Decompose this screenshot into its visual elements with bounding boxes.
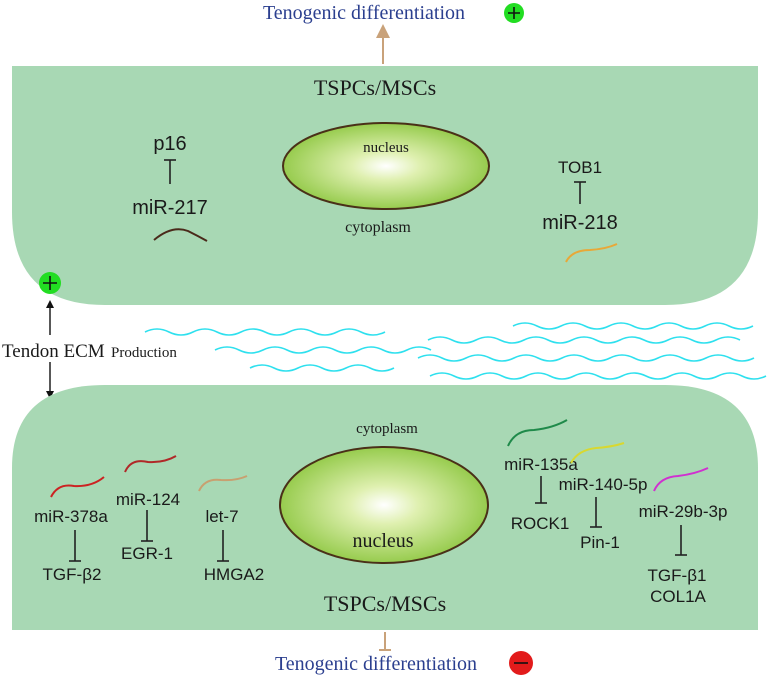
ecm-down-arrowhead xyxy=(46,391,54,399)
pin-1-label: Pin-1 xyxy=(580,533,620,552)
hmga2-inhibition-icon xyxy=(217,530,229,562)
top-outcome-label: Tenogenic differentiation xyxy=(263,2,465,24)
collagen-fiber xyxy=(249,364,395,372)
tgf-b2-label: TGF-β2 xyxy=(43,565,102,584)
top-outcome-plus-icon xyxy=(504,3,524,23)
mir-135a-strand xyxy=(507,419,568,447)
egr-1-label: EGR-1 xyxy=(121,544,173,563)
top-nucleus xyxy=(282,122,490,210)
mir-140-5p-strand xyxy=(570,442,625,464)
ecm-label-sub: Production xyxy=(111,345,177,361)
top-nucleus-label: nucleus xyxy=(363,140,409,156)
mir-378a-strand xyxy=(50,476,105,498)
let-7-label: let-7 xyxy=(205,507,238,526)
mir-217-label: miR-217 xyxy=(132,197,208,219)
bottom-cytoplasm-label: cytoplasm xyxy=(356,421,418,437)
mir-217-strand xyxy=(153,228,208,242)
bottom-outcome-label: Tenogenic differentiation xyxy=(275,653,477,675)
p16-inhibition-icon xyxy=(164,159,176,184)
mir-29b-3p-label: miR-29b-3p xyxy=(639,502,728,521)
bottom-cell-label: TSPCs/MSCs xyxy=(324,591,446,616)
tob1-inhibition-icon xyxy=(574,181,586,204)
tob1-label: TOB1 xyxy=(558,158,602,177)
rock1-label: ROCK1 xyxy=(511,514,570,533)
collagen-fiber xyxy=(429,372,767,380)
pin-1-inhibition-icon xyxy=(590,497,602,528)
collagen-fiber xyxy=(427,336,741,344)
top-cell-label: TSPCs/MSCs xyxy=(314,75,436,100)
mir-218-label: miR-218 xyxy=(542,212,618,234)
bottom-nucleus xyxy=(279,446,489,564)
mir-124-strand xyxy=(124,455,177,473)
top-outcome-arrowhead xyxy=(376,24,390,38)
mir-124-label: miR-124 xyxy=(116,490,180,509)
mir-140-5p-label: miR-140-5p xyxy=(559,475,648,494)
collagen-fiber xyxy=(512,322,754,330)
collagen-fiber xyxy=(214,346,432,354)
let-7-strand xyxy=(198,475,248,492)
col1a-label: COL1A xyxy=(650,587,706,606)
mir-135a-label: miR-135a xyxy=(504,455,578,474)
rock1-inhibition-icon xyxy=(535,476,547,504)
mir-29b-3p-strand xyxy=(653,467,709,492)
p16-label: p16 xyxy=(153,133,186,155)
ecm-label-main: Tendon ECM xyxy=(2,341,105,362)
egr-1-inhibition-icon xyxy=(141,510,153,542)
bottom-outcome-minus-icon xyxy=(509,651,533,675)
mir-218-strand xyxy=(565,243,618,263)
tgf-b1-label: TGF-β1 xyxy=(648,566,707,585)
mir-378a-label: miR-378a xyxy=(34,507,108,526)
promote-plus-icon xyxy=(39,272,61,294)
bottom-nucleus-label: nucleus xyxy=(352,530,413,552)
ecm-collagen-fibers xyxy=(144,322,767,380)
top-cytoplasm-label: cytoplasm xyxy=(345,219,411,236)
hmga2-label: HMGA2 xyxy=(204,565,264,584)
collagen-fiber xyxy=(417,354,755,362)
tgf-b1-inhibition-icon xyxy=(675,525,687,556)
ecm-up-arrowhead xyxy=(46,300,54,308)
collagen-fiber xyxy=(144,328,386,336)
tgf-b2-inhibition-icon xyxy=(69,530,81,562)
